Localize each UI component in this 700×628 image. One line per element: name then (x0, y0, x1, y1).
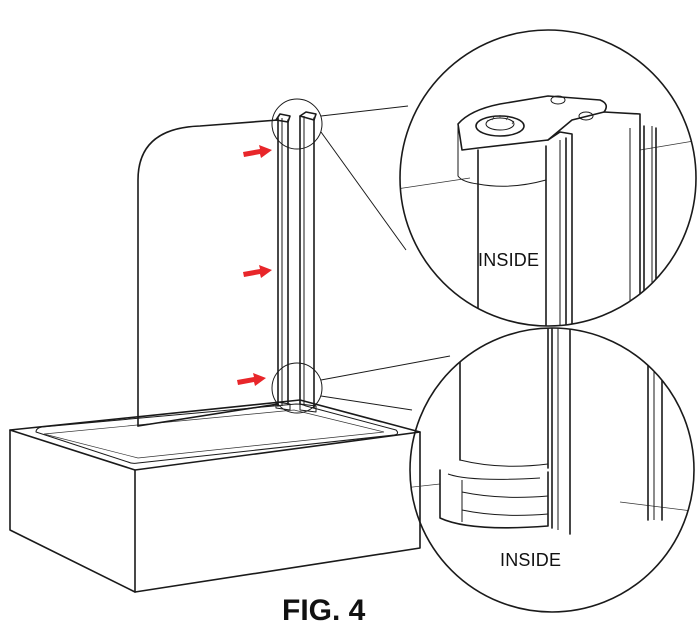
wall-profile (275, 111, 317, 413)
detail-circle-bottom (271, 362, 323, 414)
glass-panel (137, 117, 289, 427)
bathtub (9, 399, 421, 593)
magnified-bottom-hinge (409, 327, 695, 613)
magnified-top-hinge (399, 29, 697, 327)
inside-label-bottom: INSIDE (500, 550, 562, 570)
arrow-bottom (237, 373, 266, 386)
arrow-top (243, 145, 272, 158)
figure-caption: FIG. 4 (282, 594, 366, 627)
inside-label-top: INSIDE (478, 250, 540, 270)
detail-circle-top (271, 98, 323, 150)
arrow-group (237, 145, 272, 386)
leader-lines (320, 105, 451, 411)
arrow-middle (243, 265, 272, 278)
